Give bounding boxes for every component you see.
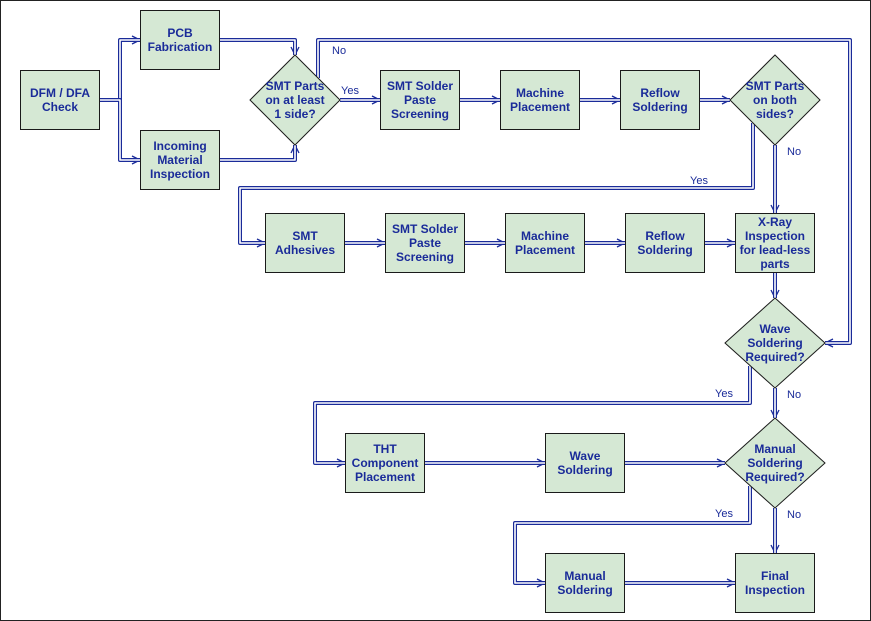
reflow-soldering-label-1: Reflow Soldering <box>632 86 688 114</box>
machine-placement-box-2: Machine Placement <box>505 213 585 273</box>
machine-placement-label-1: Machine Placement <box>509 86 571 114</box>
machine-placement-label-2: Machine Placement <box>514 229 576 257</box>
incoming-inspection-label: Incoming Material Inspection <box>149 139 210 181</box>
incoming-inspection-box: Incoming Material Inspection <box>140 130 220 190</box>
dfm-to-incoming-connector <box>100 98 140 160</box>
both-sides-no-label: No <box>787 146 802 158</box>
manual-required-label: Manual Soldering Required? <box>745 442 805 484</box>
manual-yes-connector <box>513 486 752 583</box>
smt-both-sides-label: SMT Parts on both sides? <box>745 79 805 121</box>
wave-required-diamond <box>724 297 826 389</box>
manual-soldering-label: Manual Soldering <box>557 569 613 597</box>
wave-yes-label: Yes <box>715 388 733 400</box>
pcb-fabrication-box: PCB Fabrication <box>140 10 220 70</box>
smt-one-side-diamond <box>249 54 341 146</box>
reflow-soldering-label-2: Reflow Soldering <box>637 229 693 257</box>
manual-yes-label: Yes <box>715 508 733 520</box>
manual-required-diamond <box>724 417 826 509</box>
solder-paste-box-2: SMT Solder Paste Screening <box>385 213 465 273</box>
solder-paste-label-2: SMT Solder Paste Screening <box>391 222 458 264</box>
solder-paste-label-1: SMT Solder Paste Screening <box>386 79 453 121</box>
final-inspection-box: Final Inspection <box>735 553 815 613</box>
dfm-to-pcb-connector <box>100 40 140 102</box>
incoming-to-decision-connector <box>220 145 295 162</box>
xray-inspection-label: X-Ray Inspection for lead-less parts <box>739 215 811 271</box>
smt-adhesives-box: SMT Adhesives <box>265 213 345 273</box>
wave-yes-connector <box>313 366 752 463</box>
final-inspection-label: Final Inspection <box>744 569 805 597</box>
dfm-check-box: DFM / DFA Check <box>20 70 100 130</box>
manual-required-decision: Manual Soldering Required? <box>725 418 825 508</box>
smt-both-sides-decision: SMT Parts on both sides? <box>730 55 820 145</box>
one-side-no-label: No <box>332 45 347 57</box>
one-side-no-connector <box>316 38 852 343</box>
solder-paste-box-1: SMT Solder Paste Screening <box>380 70 460 130</box>
smt-one-side-label: SMT Parts on at least 1 side? <box>265 79 325 121</box>
tht-placement-label: THT Component Placement <box>351 442 419 484</box>
both-sides-yes-connector <box>238 123 755 243</box>
wave-no-label: No <box>787 389 802 401</box>
manual-no-label: No <box>787 509 802 521</box>
machine-placement-box-1: Machine Placement <box>500 70 580 130</box>
smt-one-side-decision: SMT Parts on at least 1 side? <box>250 55 340 145</box>
manual-soldering-box: Manual Soldering <box>545 553 625 613</box>
both-sides-yes-label: Yes <box>690 175 708 187</box>
one-side-yes-label: Yes <box>341 85 359 97</box>
dfm-check-label: DFM / DFA Check <box>30 86 90 114</box>
reflow-soldering-box-1: Reflow Soldering <box>620 70 700 130</box>
smt-both-sides-diamond <box>729 54 821 146</box>
wave-soldering-label: Wave Soldering <box>557 449 613 477</box>
tht-placement-box: THT Component Placement <box>345 433 425 493</box>
pcb-to-decision-connector <box>220 38 295 55</box>
wave-required-decision: Wave Soldering Required? <box>725 298 825 388</box>
pcb-fabrication-label: PCB Fabrication <box>147 26 213 54</box>
xray-inspection-box: X-Ray Inspection for lead-less parts <box>735 213 815 273</box>
smt-adhesives-label: SMT Adhesives <box>274 229 336 257</box>
wave-required-label: Wave Soldering Required? <box>745 322 805 364</box>
reflow-soldering-box-2: Reflow Soldering <box>625 213 705 273</box>
wave-soldering-box: Wave Soldering <box>545 433 625 493</box>
